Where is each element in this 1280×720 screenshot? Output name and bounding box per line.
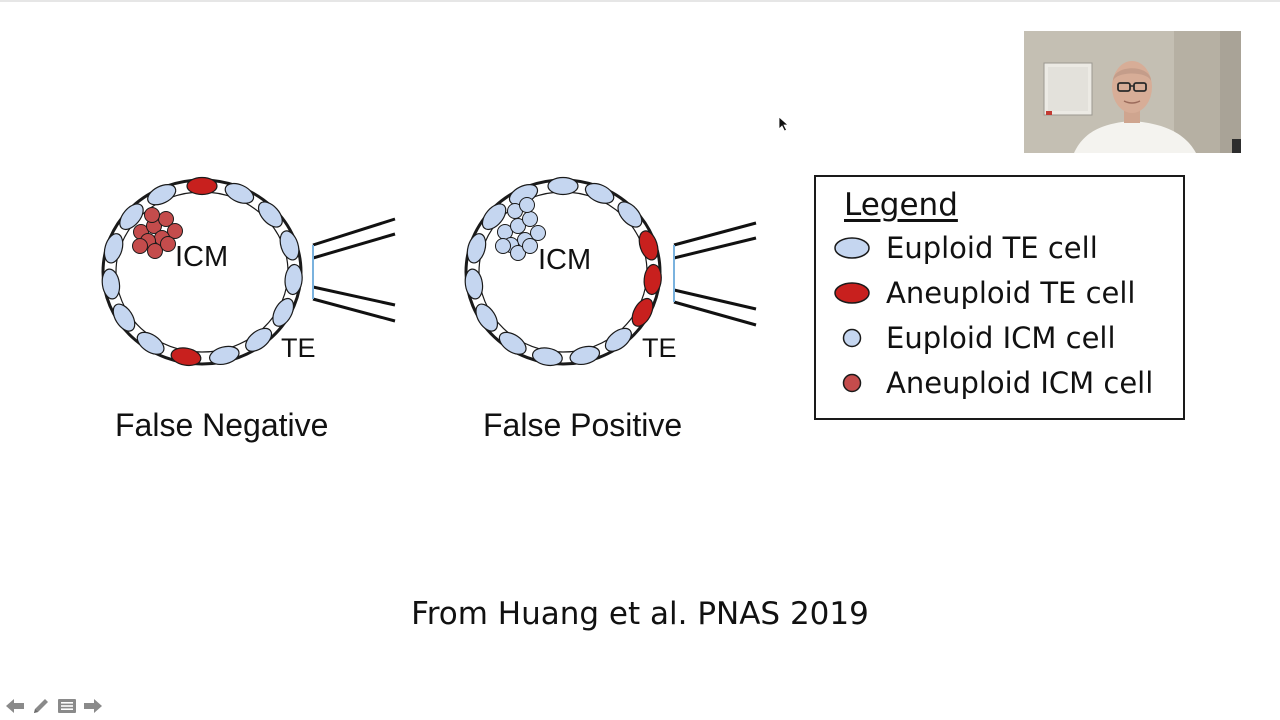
euploid-te-cell: [112, 303, 136, 332]
euploid-icm-swatch: [842, 328, 862, 348]
icm-label-right: ICM: [538, 244, 591, 276]
legend-box: Legend Euploid TE cell Aneuploid TE cell…: [814, 175, 1185, 420]
euploid-te-cell: [531, 347, 563, 367]
te-cells-right: [464, 176, 662, 367]
euploid-te-cell: [103, 233, 124, 264]
legend-label: Aneuploid ICM cell: [886, 366, 1154, 400]
euploid-icm-cell: [495, 238, 511, 254]
icm-cluster-right: [495, 197, 546, 261]
euploid-te-cell: [279, 230, 300, 261]
euploid-te-cell: [617, 201, 643, 228]
legend-item-euploid-te: Euploid TE cell: [832, 229, 1182, 269]
euploid-icm-cell: [510, 245, 526, 261]
euploid-icm-cell: [510, 218, 526, 234]
presenter-video: [1024, 31, 1241, 153]
te-label-left: TE: [281, 333, 316, 363]
icm-label-left: ICM: [175, 241, 228, 273]
aneuploid-te-cell: [643, 263, 662, 296]
te-cells-left: [101, 176, 303, 367]
euploid-icm-cell: [522, 238, 538, 254]
euploid-te-cell: [498, 331, 527, 355]
legend-label: Euploid TE cell: [886, 231, 1098, 265]
blastocyst-false-positive: ICM TE: [464, 176, 757, 367]
caption-false-negative: False Negative: [115, 407, 329, 443]
aneuploid-te-cell: [631, 297, 654, 327]
presenter-image: [1024, 31, 1241, 153]
aneuploid-te-cell: [638, 230, 659, 261]
euploid-te-cell: [604, 327, 632, 352]
euploid-te-cell: [272, 297, 295, 327]
euploid-te-cell: [547, 176, 579, 196]
citation: From Huang et al. PNAS 2019: [411, 596, 869, 632]
legend-title: Legend: [844, 187, 958, 223]
slideshow-nav: [4, 696, 104, 716]
legend-item-euploid-icm: Euploid ICM cell: [832, 319, 1182, 359]
euploid-te-cell: [464, 268, 484, 300]
icm-cluster-left: [132, 207, 183, 259]
menu-icon[interactable]: [56, 696, 78, 716]
te-label-right: TE: [642, 333, 677, 363]
euploid-icm-cell: [530, 225, 546, 241]
euploid-te-cell: [466, 233, 487, 264]
mouse-cursor-icon: [778, 116, 790, 132]
biopsy-pipette-right: [673, 221, 757, 327]
legend-label: Aneuploid TE cell: [886, 276, 1136, 310]
aneuploid-te-cell: [186, 176, 218, 196]
euploid-icm-cell: [522, 211, 538, 227]
euploid-te-cell: [481, 203, 507, 231]
euploid-te-cell: [101, 268, 121, 300]
arrow-left-icon[interactable]: [4, 696, 26, 716]
euploid-te-cell: [209, 345, 240, 366]
blastocyst-false-negative: ICM TE: [101, 176, 396, 367]
aneuploid-te-cell: [170, 347, 202, 367]
aneuploid-icm-swatch: [842, 373, 862, 393]
legend-label: Euploid ICM cell: [886, 321, 1116, 355]
aneuploid-te-swatch: [834, 282, 870, 304]
euploid-te-cell: [257, 201, 283, 228]
top-rule: [0, 0, 1280, 2]
euploid-te-swatch: [834, 237, 870, 259]
euploid-te-cell: [475, 303, 499, 332]
euploid-icm-cell: [519, 197, 535, 213]
euploid-te-cell: [569, 345, 601, 366]
aneuploid-icm-cell: [160, 236, 176, 252]
arrow-right-icon[interactable]: [82, 696, 104, 716]
euploid-te-cell: [119, 203, 144, 231]
euploid-te-cell: [245, 327, 273, 352]
euploid-te-cell: [284, 263, 303, 296]
pencil-icon[interactable]: [30, 696, 52, 716]
legend-item-aneuploid-icm: Aneuploid ICM cell: [832, 364, 1182, 404]
aneuploid-icm-cell: [144, 207, 160, 223]
caption-false-positive: False Positive: [483, 407, 683, 443]
legend-item-aneuploid-te: Aneuploid TE cell: [832, 274, 1182, 314]
aneuploid-icm-cell: [132, 238, 148, 254]
euploid-te-cell: [136, 331, 165, 355]
euploid-te-cell: [147, 184, 177, 206]
euploid-te-cell: [584, 182, 615, 204]
biopsy-pipette-left: [312, 217, 396, 323]
euploid-te-cell: [224, 182, 255, 204]
aneuploid-icm-cell: [167, 223, 183, 239]
aneuploid-icm-cell: [147, 243, 163, 259]
